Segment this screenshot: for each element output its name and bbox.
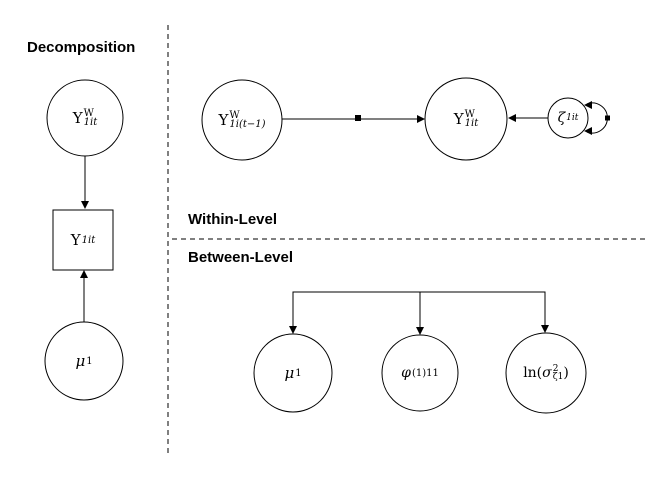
- label-post: ): [563, 365, 569, 381]
- label-base: ζ: [557, 110, 566, 126]
- label-sub: (1)11: [411, 367, 439, 379]
- between-bracket: [292, 291, 546, 331]
- arrowhead-up-into-square: [80, 270, 88, 278]
- between-level-heading: Between-Level: [188, 249, 294, 266]
- label-base: σ: [542, 365, 552, 381]
- self-loop-arrowhead-top: [584, 101, 592, 109]
- arrowhead-left-into-withiny: [508, 114, 516, 122]
- label-sub: 1it: [83, 117, 98, 128]
- label-sub: 1i(t−1): [229, 119, 266, 130]
- label-sub: 1it: [566, 113, 579, 123]
- label-between-ar: φ(1)11: [370, 353, 470, 393]
- label-base: μ: [75, 352, 86, 370]
- random-slope-dot: [355, 115, 361, 121]
- label-sup: 2: [552, 364, 559, 374]
- label-base: Y: [453, 110, 464, 128]
- node-observed-y-square: [52, 209, 114, 271]
- random-variance-dot: [605, 115, 610, 121]
- label-sup: W: [229, 110, 240, 121]
- label-pre: ln(: [523, 365, 543, 381]
- label-sub: 1: [86, 355, 93, 367]
- label-sup: W: [83, 108, 94, 119]
- arrowhead-down-into-square: [81, 201, 89, 209]
- label-base: μ: [284, 364, 295, 382]
- label-sup: W: [464, 109, 475, 120]
- label-base: φ: [401, 365, 411, 381]
- arrowhead-into-between-logvar: [541, 325, 549, 333]
- self-loop-arrowhead-bottom: [584, 127, 592, 135]
- label-sub: 1: [295, 367, 302, 379]
- node-mean-circle-decomp: [44, 321, 124, 401]
- arrowhead-into-between-mean: [289, 326, 297, 334]
- label-base: Y: [70, 231, 81, 249]
- within-level-heading: Within-Level: [188, 211, 278, 228]
- node-between-ar-circle: [381, 334, 459, 412]
- label-sub: 1it: [464, 118, 479, 129]
- node-lagged-within-y-circle: [201, 79, 283, 161]
- decomposition-heading: Decomposition: [27, 39, 136, 56]
- label-base: Y: [218, 111, 229, 129]
- node-between-mean-circle: [253, 333, 333, 413]
- node-between-logvar-circle: [505, 332, 587, 414]
- arrowhead-right-into-withiny: [417, 115, 425, 123]
- label-sub: ζ1: [552, 372, 564, 382]
- label-base: Y: [72, 109, 83, 127]
- arrowhead-into-between-ar: [416, 327, 424, 335]
- label-sub: 1it: [81, 234, 96, 246]
